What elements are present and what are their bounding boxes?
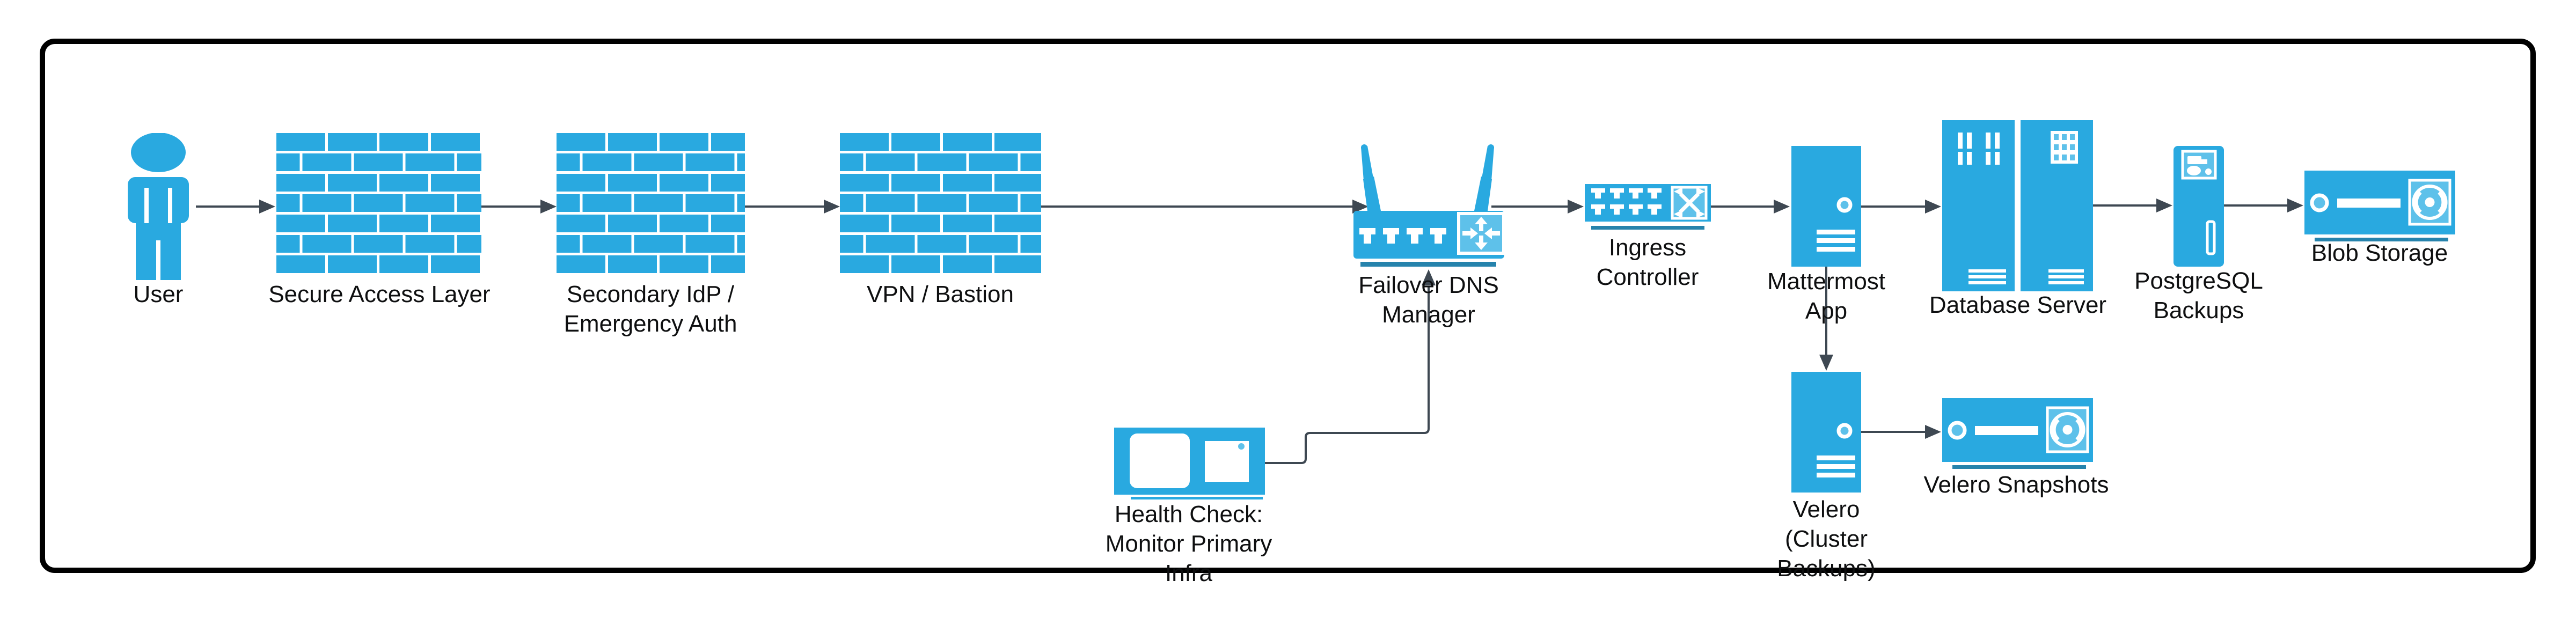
disk-array-icon — [2304, 171, 2455, 241]
node-mattermost-app — [1791, 146, 1861, 267]
switch-cross-arrows — [1679, 192, 1700, 214]
firewall-icon — [840, 133, 1041, 273]
label-postgresql-backups: PostgreSQL Backups — [2134, 268, 2263, 324]
node-failover-dns-manager — [1347, 141, 1508, 269]
server-tower-icon — [1791, 146, 1861, 267]
firewall-icon — [276, 133, 481, 273]
node-secure-access-layer — [276, 133, 481, 273]
label-failover-dns-manager: Failover DNS Manager — [1358, 272, 1499, 328]
backup-tower-icon — [2174, 146, 2224, 267]
network-switch-icon — [1585, 184, 1711, 230]
label-health-check: Health Check: Monitor Primary Infra — [1105, 501, 1272, 586]
label-user: User — [133, 281, 184, 307]
router-cross-arrows — [1462, 217, 1500, 250]
label-secondary-idp: Secondary IdP / Emergency Auth — [564, 281, 737, 337]
wireless-router-icon — [1353, 144, 1505, 267]
node-vpn-bastion — [840, 133, 1041, 273]
label-secure-access-layer: Secure Access Layer — [268, 281, 491, 307]
firewall-icon — [557, 133, 745, 273]
node-postgresql-backups — [2174, 146, 2224, 267]
node-velero-snapshots — [1942, 398, 2093, 469]
node-blob-storage — [2304, 171, 2455, 241]
label-velero: Velero (Cluster Backups) — [1777, 496, 1876, 582]
edge-healthcheck-dns — [1265, 286, 1430, 464]
server-tower-icon — [1791, 372, 1861, 493]
label-database-server: Database Server — [1929, 292, 2107, 318]
monitor-icon — [1114, 428, 1265, 499]
person-icon — [128, 133, 189, 280]
diagram-frame — [40, 39, 2536, 573]
label-blob-storage: Blob Storage — [2311, 240, 2448, 266]
label-velero-snapshots: Velero Snapshots — [1923, 472, 2109, 498]
node-database-server — [1942, 120, 2093, 291]
node-secondary-idp — [557, 133, 745, 273]
disk-array-icon — [1942, 398, 2093, 469]
node-health-check — [1114, 428, 1265, 501]
node-velero — [1791, 372, 1861, 493]
node-ingress-controller — [1585, 184, 1711, 230]
server-rack-icon — [1942, 120, 2093, 291]
label-mattermost-app: Mattermost App — [1767, 268, 1886, 324]
label-ingress-controller: Ingress Controller — [1596, 234, 1699, 290]
label-vpn-bastion: VPN / Bastion — [867, 281, 1014, 307]
node-user — [121, 133, 196, 280]
